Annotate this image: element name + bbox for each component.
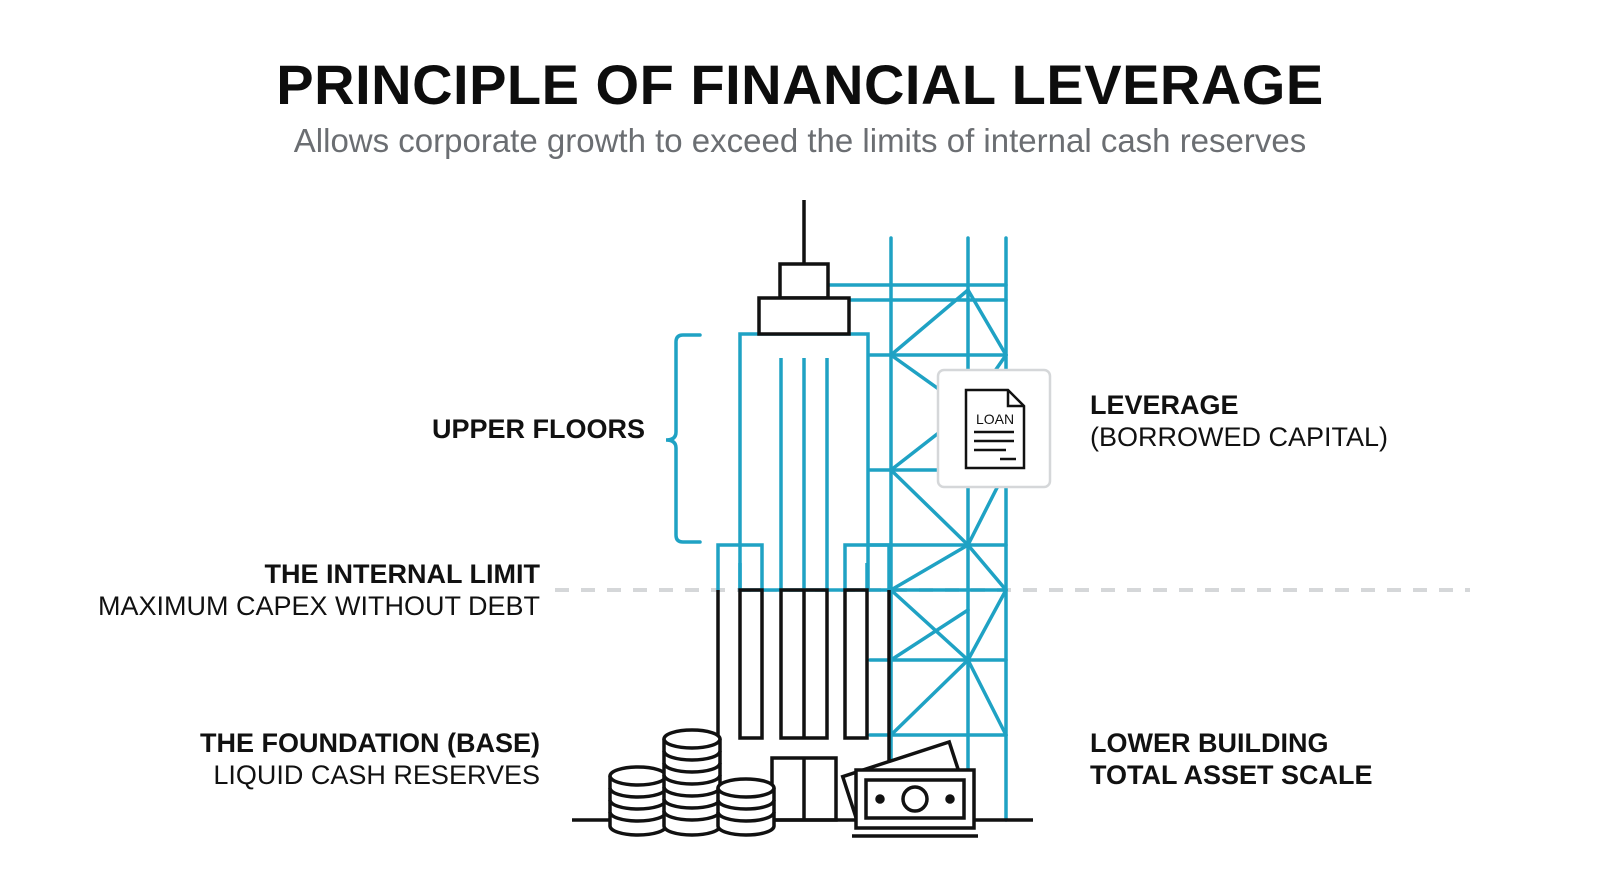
scaffolding <box>826 236 1008 822</box>
internal-limit-label: THE INTERNAL LIMIT MAXIMUM CAPEX WITHOUT… <box>98 558 540 622</box>
building-spire <box>757 200 851 336</box>
lower-building-title: LOWER BUILDING <box>1090 728 1329 758</box>
foundation-subtitle: LIQUID CASH RESERVES <box>213 760 540 790</box>
leverage-subtitle: (BORROWED CAPITAL) <box>1090 422 1389 452</box>
loan-document-text: LOAN <box>976 411 1014 427</box>
internal-limit-title: THE INTERNAL LIMIT <box>264 559 540 589</box>
lower-building-subtitle: TOTAL ASSET SCALE <box>1090 760 1373 790</box>
loan-document-icon <box>964 388 1026 470</box>
lower-building-label: LOWER BUILDING TOTAL ASSET SCALE <box>1090 727 1373 791</box>
internal-limit-subtitle: MAXIMUM CAPEX WITHOUT DEBT <box>97 591 540 621</box>
upper-building <box>716 332 891 592</box>
page-title: PRINCIPLE OF FINANCIAL LEVERAGE <box>276 53 1324 116</box>
leverage-label: LEVERAGE (BORROWED CAPITAL) <box>1090 389 1388 453</box>
upper-floors-label: UPPER FLOORS <box>431 414 645 444</box>
coin-stacks-icon <box>608 728 776 837</box>
cash-bills-icon <box>840 739 978 838</box>
page-subtitle: Allows corporate growth to exceed the li… <box>293 122 1307 159</box>
loan-card: LOAN <box>936 368 1052 489</box>
foundation-label: THE FOUNDATION (BASE) LIQUID CASH RESERV… <box>200 727 540 791</box>
leverage-title: LEVERAGE <box>1090 390 1239 420</box>
foundation-title: THE FOUNDATION (BASE) <box>200 728 540 758</box>
upper-floors-bracket <box>665 333 702 544</box>
